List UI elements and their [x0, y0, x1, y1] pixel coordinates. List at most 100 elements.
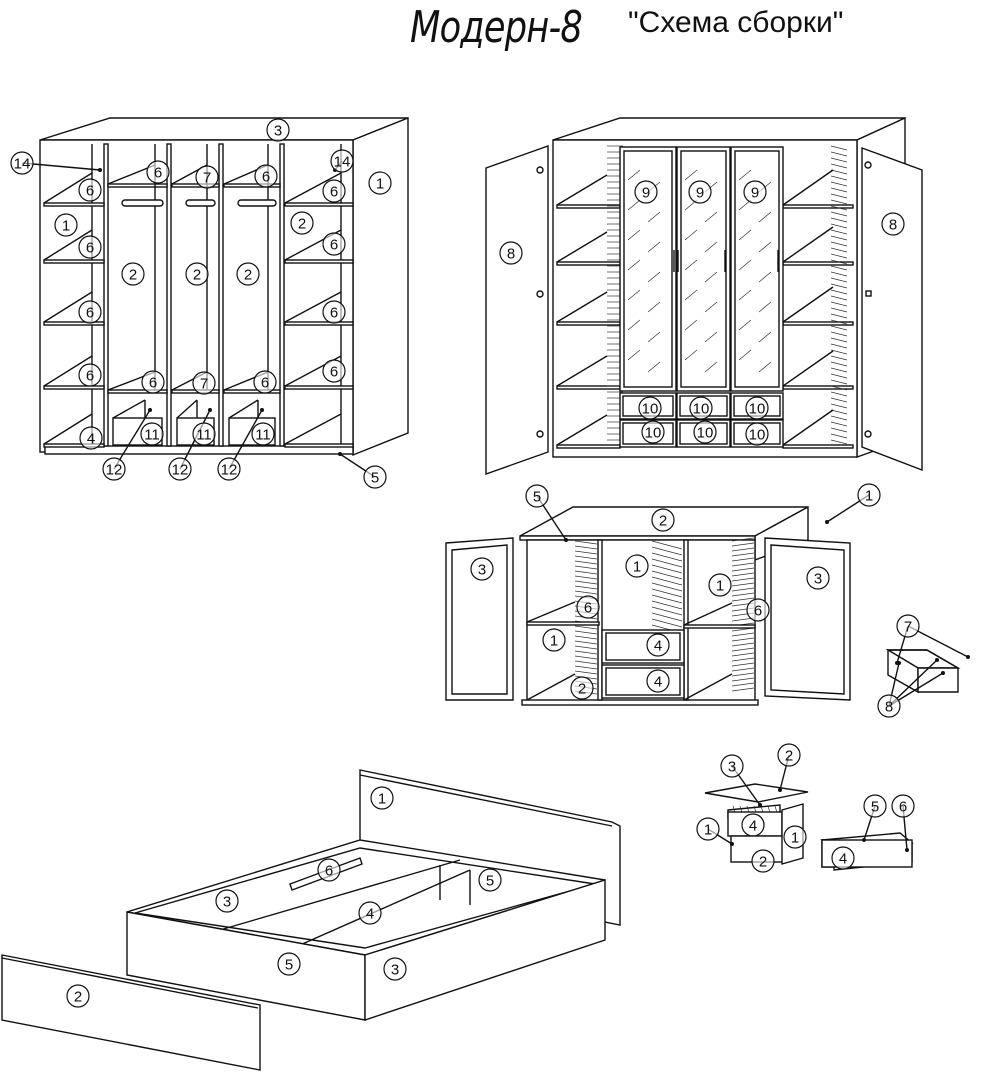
edge-line: [1, 957, 259, 1009]
callout-circle: [54, 213, 78, 237]
wood-grain: [830, 427, 848, 433]
wood-grain: [830, 235, 848, 241]
mirror-reflection: [627, 169, 641, 181]
part-callout: 2: [236, 262, 260, 286]
shelf: [43, 385, 105, 390]
edge-line: [359, 774, 613, 827]
mirror-reflection: [684, 259, 698, 271]
shelf: [556, 385, 621, 390]
part-callout: 5: [863, 794, 887, 818]
wood-grain: [731, 632, 755, 637]
mirror-reflection: [647, 271, 661, 283]
wood-grain: [830, 181, 848, 187]
part-callout: 6: [322, 179, 346, 203]
divider-panel: [103, 143, 109, 447]
part-number: 11: [255, 427, 271, 444]
part-number: 2: [193, 267, 201, 284]
drawer-depth-line: [228, 399, 259, 419]
part-number: 4: [87, 431, 95, 448]
shelf: [556, 261, 621, 266]
callout-circle: [78, 235, 102, 259]
callout-circle: [741, 813, 765, 837]
wood-grain: [830, 433, 848, 439]
shelf-depth-line: [43, 413, 93, 445]
mirror-reflection: [758, 241, 772, 253]
wood-grain: [830, 253, 848, 259]
part-callout: 6: [322, 232, 346, 256]
part-callout: 4: [79, 426, 103, 450]
mirror-reflection: [738, 259, 752, 271]
callout-circle: [857, 483, 881, 507]
wood-grain: [651, 606, 683, 616]
part-number: 9: [696, 185, 704, 202]
part-callout: 2: [777, 743, 801, 767]
wood-grain: [830, 283, 848, 289]
part-number: 4: [839, 851, 847, 868]
part-callout: 3: [470, 557, 494, 581]
mirror-reflection: [704, 271, 718, 283]
part-callout: 1: [542, 628, 566, 652]
part-callout: 2: [66, 984, 90, 1008]
center-board: [299, 869, 471, 946]
mirror-reflection: [738, 289, 752, 301]
part-callout: 6: [253, 370, 277, 394]
callout-circle: [277, 952, 301, 976]
callout-circle: [877, 694, 901, 718]
wood-grain: [651, 546, 683, 556]
callout-circle: [251, 422, 275, 446]
callout-circle: [831, 846, 855, 870]
part-callout: 1: [783, 825, 807, 849]
wardrobe-open-drawing: [39, 116, 409, 457]
wood-grain: [731, 537, 755, 542]
part-callout: 2: [570, 676, 594, 700]
wood-grain: [731, 557, 755, 562]
part-number: 14: [14, 156, 31, 173]
part-callout: 2: [121, 262, 145, 286]
callout-circle: [66, 984, 90, 1008]
part-number: 8: [885, 699, 893, 716]
leader-dot: [941, 671, 945, 675]
callout-circle: [330, 149, 354, 173]
part-callout: 12: [102, 457, 126, 481]
part-callout: 1: [370, 786, 394, 810]
part-number: 10: [645, 425, 662, 442]
shelf: [782, 261, 854, 266]
callout-circle: [625, 554, 649, 578]
hanging-rod: [237, 199, 277, 207]
part-number: 10: [749, 427, 766, 444]
part-number: 1: [865, 488, 873, 505]
shelf-depth-line: [43, 172, 93, 204]
part-callout: 3: [383, 957, 407, 981]
part-number: 1: [716, 578, 724, 595]
hinge-hole: [536, 290, 544, 298]
wood-grain: [731, 587, 755, 592]
wood-grain: [574, 640, 598, 645]
part-callout: 3: [266, 118, 290, 142]
leader-dot: [338, 452, 342, 456]
wood-grain: [574, 585, 598, 590]
wood-grain: [574, 590, 598, 595]
wood-grain: [830, 199, 848, 205]
part-number: 2: [659, 513, 667, 530]
wood-grain: [574, 560, 598, 565]
part-number: 3: [391, 962, 399, 979]
part-number: 1: [633, 559, 641, 576]
mirror-reflection: [704, 361, 718, 373]
wood-grain: [731, 552, 755, 557]
wood-grain: [830, 385, 848, 391]
top-panel: [552, 117, 906, 141]
part-callout: 11: [192, 422, 216, 446]
part-number: 6: [754, 603, 762, 620]
mirror-reflection: [758, 331, 772, 343]
part-number: 4: [366, 906, 374, 923]
wood-grain: [574, 575, 598, 580]
wood-grain: [731, 657, 755, 662]
wood-grain: [830, 301, 848, 307]
mirror-reflection: [647, 331, 661, 343]
wood-grain: [731, 567, 755, 572]
shelf: [284, 385, 354, 390]
wood-grain: [830, 319, 848, 325]
wood-grain: [830, 439, 848, 445]
mirror-reflection: [704, 211, 718, 223]
